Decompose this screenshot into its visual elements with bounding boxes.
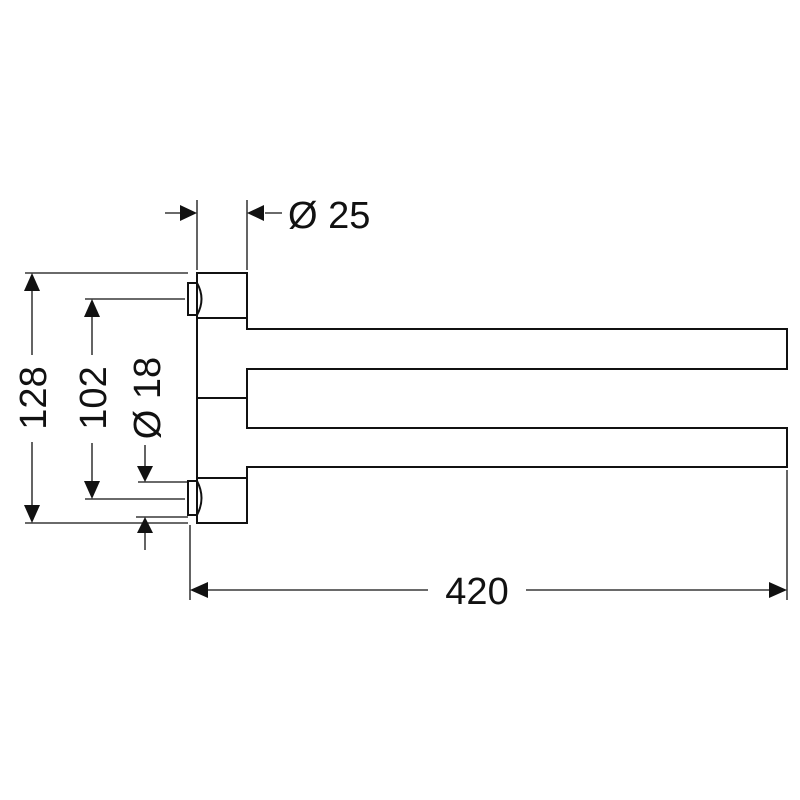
dimension-mount-diameter: Ø 25 bbox=[165, 195, 370, 270]
dimension-rod-diameter: Ø 18 bbox=[127, 357, 191, 600]
center-distance-label: 102 bbox=[73, 366, 115, 429]
bottom-mount-cap bbox=[196, 477, 248, 524]
mount-diameter-label: Ø 25 bbox=[288, 195, 370, 237]
towel-rail-body bbox=[187, 272, 788, 524]
upper-arm bbox=[197, 318, 788, 399]
dimension-length: 420 bbox=[190, 470, 788, 613]
dimension-center-distance: 102 bbox=[73, 298, 185, 500]
rod-diameter-label: Ø 18 bbox=[127, 357, 169, 439]
length-label: 420 bbox=[445, 571, 508, 613]
top-cap-cover bbox=[187, 282, 203, 316]
bottom-cap-cover bbox=[187, 480, 203, 516]
total-height-label: 128 bbox=[13, 366, 55, 429]
lower-arm bbox=[246, 398, 788, 478]
dimension-total-height: 128 bbox=[13, 272, 188, 524]
top-mount-cap bbox=[196, 272, 248, 319]
